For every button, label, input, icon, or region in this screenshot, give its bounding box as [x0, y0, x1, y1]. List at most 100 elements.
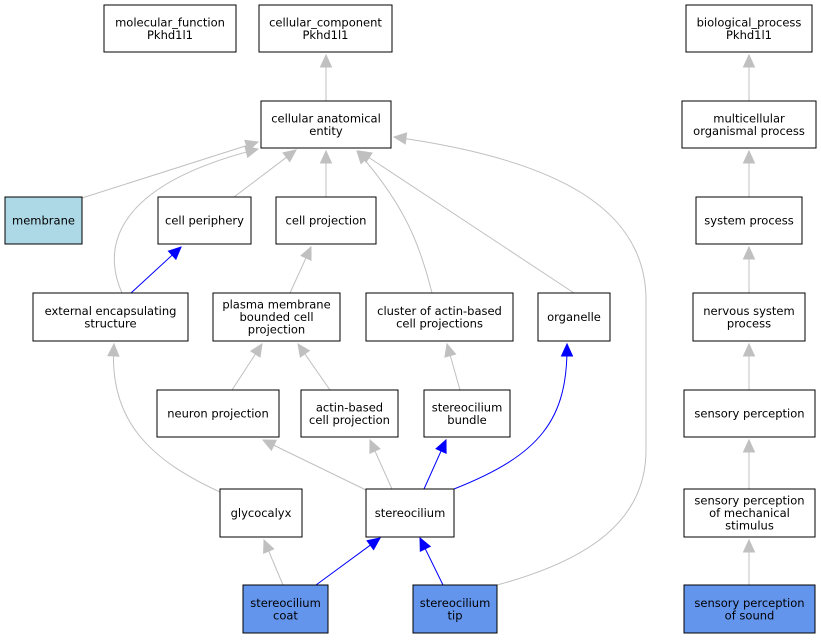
edge-line [271, 443, 367, 491]
node-box [423, 389, 511, 438]
edge-line [81, 144, 249, 199]
node-membrane[interactable]: membrane [4, 196, 83, 245]
node-label-line: projection [248, 323, 305, 337]
node-label-line: tip [447, 608, 462, 622]
edge-arrowhead [167, 246, 182, 261]
edge-nsp-to-sysproc [742, 245, 756, 293]
edge-line [449, 353, 461, 391]
edge-line [113, 148, 259, 294]
node-label-line: of mechanical [709, 506, 790, 520]
edge-bundle-to-cluster [444, 342, 461, 391]
node-label-line: Pkhd1l1 [147, 28, 193, 42]
edge-stereo-to-neuron [261, 439, 367, 491]
edge-arrowhead [560, 342, 574, 357]
edge-arrowhead [444, 342, 457, 358]
node-box [156, 389, 280, 438]
edge-ext-to-cae [113, 145, 260, 294]
node-label-line: sensory perception [694, 494, 804, 508]
edge-coat-to-stereo [315, 537, 381, 586]
node-glyco[interactable]: glycocalyx [219, 488, 303, 538]
edge-arrowhead [742, 53, 756, 68]
node-label-line: external encapsulating [45, 304, 177, 318]
edge-line [315, 543, 373, 586]
node-label-line: stimulus [725, 519, 774, 533]
node-label-line: cellular anatomical [271, 111, 381, 125]
node-label-line: process [727, 316, 771, 330]
edge-line [267, 549, 284, 586]
node-stereo[interactable]: stereocilium [365, 488, 455, 538]
node-layer: molecular_functionPkhd1l1cellular_compon… [4, 4, 817, 634]
edge-stereo-to-organelle [453, 342, 574, 490]
edge-mop-to-bp_root [742, 53, 756, 101]
edge-membrane-to-cae [81, 139, 260, 199]
node-label-line: of sound [725, 608, 775, 622]
edge-cae-to-cc_root [319, 53, 333, 101]
node-sysproc[interactable]: system process [695, 196, 803, 245]
edge-line [231, 352, 257, 391]
node-box [683, 389, 816, 438]
node-label-line: entity [309, 124, 343, 138]
node-box [412, 584, 498, 634]
node-label-line: cell projection [309, 413, 390, 427]
node-label-line: cluster of actin-based [377, 304, 502, 318]
node-label-line: actin-based [316, 400, 383, 414]
node-label-line: molecular_function [115, 15, 225, 29]
node-box [258, 4, 393, 53]
edge-cellper-to-cae [233, 149, 297, 198]
node-label-line: neuron projection [167, 407, 269, 421]
node-cellper[interactable]: cell periphery [157, 196, 252, 245]
node-box [300, 389, 399, 438]
edge-ext-to-cellper [130, 246, 182, 294]
node-neuron[interactable]: neuron projection [156, 389, 280, 438]
edge-arrowhead [244, 145, 260, 159]
node-label-line: stereocilium [420, 596, 491, 610]
node-label-line: nervous system [703, 304, 794, 318]
edge-sensper-to-nsp [742, 342, 756, 390]
node-sensper[interactable]: sensory perception [683, 389, 816, 438]
node-label-line: coat [273, 608, 298, 622]
edge-line [393, 136, 647, 586]
node-label-line: organismal process [693, 124, 805, 138]
edge-arrowhead [435, 438, 447, 454]
node-box [275, 196, 377, 245]
node-label-line: stereocilium [432, 400, 503, 414]
node-organelle[interactable]: organelle [537, 292, 611, 342]
node-label-line: cell projection [286, 214, 367, 228]
node-label-line: structure [84, 316, 136, 330]
node-label-line: sensory perception [694, 407, 804, 421]
node-box [692, 292, 806, 342]
node-label-line: cell periphery [165, 214, 244, 228]
node-box [32, 292, 189, 342]
edge-tip-to-cae [392, 132, 647, 586]
edge-arrowhead [742, 149, 756, 164]
node-box [4, 196, 83, 245]
node-label-line: biological_process [697, 15, 802, 29]
node-box [260, 100, 392, 149]
edge-actin-to-pmbcp [297, 343, 331, 391]
edge-line [303, 351, 331, 391]
edge-layer [81, 53, 756, 586]
edge-line [289, 255, 308, 294]
node-label-line: Pkhd1l1 [302, 28, 348, 42]
node-label-line: glycocalyx [231, 506, 292, 520]
node-cellproj[interactable]: cell projection [275, 196, 377, 245]
node-label-line: multicellular [713, 111, 785, 125]
node-label-line: cellular_component [269, 15, 382, 29]
edge-neuron-to-pmbcp [231, 342, 263, 391]
